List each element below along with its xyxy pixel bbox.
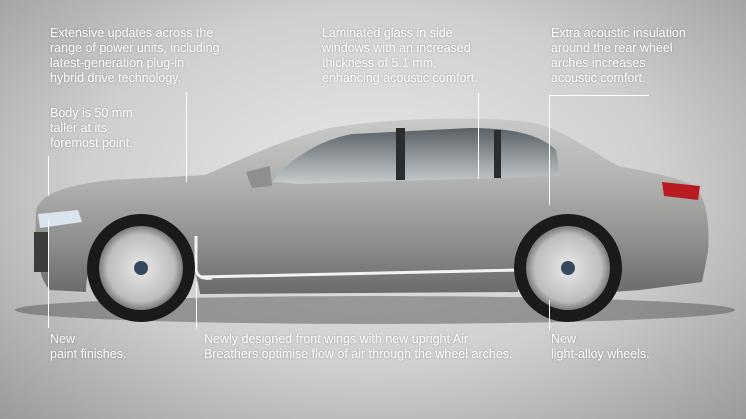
leader-wheels [549,300,550,330]
annotation-front-wings: Newly designed front wings with new upri… [204,332,513,361]
leader-paint [48,220,49,328]
annotation-laminated-glass: Laminated glass in side windows with an … [322,26,478,85]
annotation-acoustic-insulation: Extra acoustic insulation around the rea… [551,26,686,85]
leader-wings [196,282,197,330]
annotation-paint: New paint finishes. [50,332,127,361]
leader-power-units [186,92,187,182]
leader-body-height [48,156,49,196]
front-hub [134,261,148,275]
annotation-body-height: Body is 50 mm taller at its foremost poi… [50,106,133,150]
headlight [38,210,82,228]
side-mirror [246,166,272,188]
annotation-power-units: Extensive updates across the range of po… [50,26,220,85]
annotation-wheels: New light-alloy wheels. [551,332,650,361]
c-pillar-trim [494,130,501,178]
kidney-grille [34,232,48,272]
leader-acoustic [549,95,649,96]
leader-acoustic-v [549,95,550,205]
leader-glass [478,93,479,179]
rear-hub [561,261,575,275]
b-pillar [396,128,405,180]
chrome-sill [199,268,521,279]
air-breather [194,236,213,280]
tail-light [662,182,700,200]
side-windows [272,128,560,184]
